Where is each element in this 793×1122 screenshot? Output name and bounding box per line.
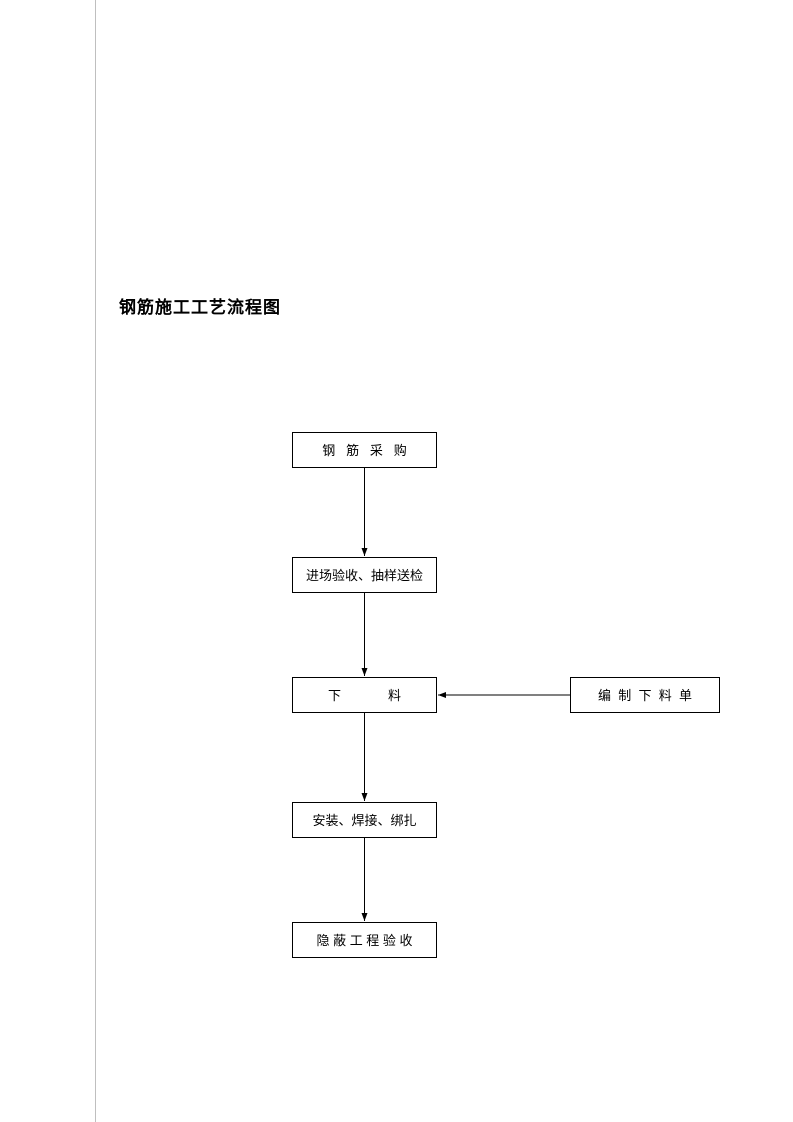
flow-node-incoming-inspection: 进场验收、抽样送检	[292, 557, 437, 593]
flow-node-cutting-list: 编 制 下 料 单	[570, 677, 720, 713]
flow-node-procurement: 钢 筋 采 购	[292, 432, 437, 468]
page-title: 钢筋施工工艺流程图	[119, 298, 281, 317]
left-margin-line	[95, 0, 96, 1122]
flow-node-cutting: 下 料	[292, 677, 437, 713]
flow-node-install-weld-tie: 安装、焊接、绑扎	[292, 802, 437, 838]
flow-node-hidden-work-acceptance: 隐 蔽 工 程 验 收	[292, 922, 437, 958]
